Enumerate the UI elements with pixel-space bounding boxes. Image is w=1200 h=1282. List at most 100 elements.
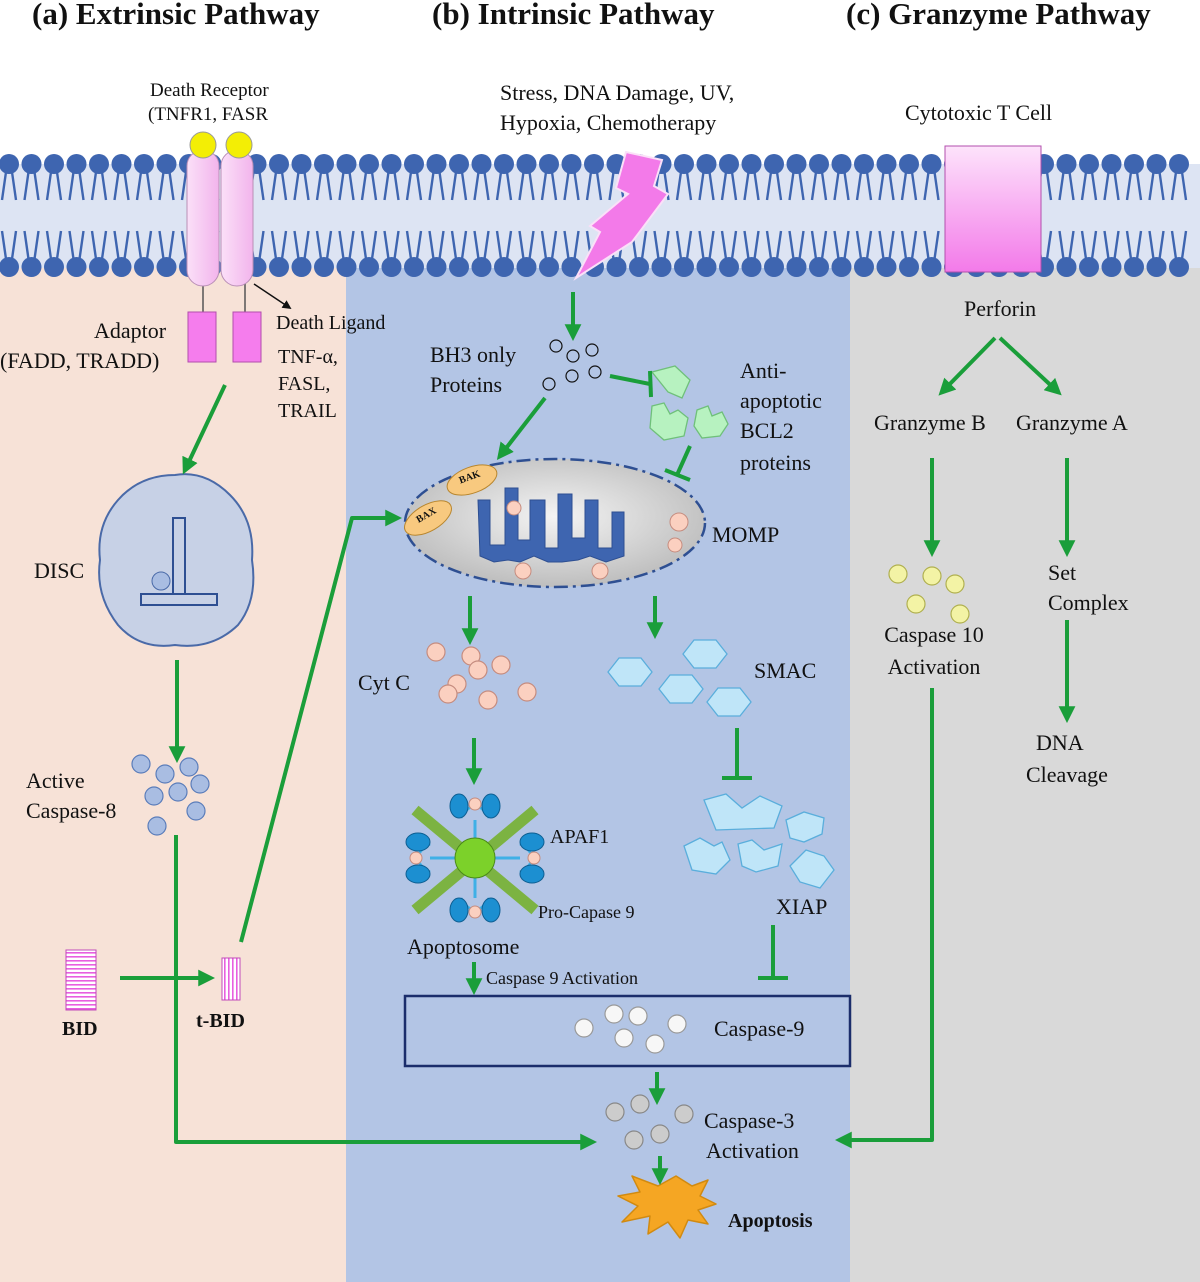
lipid-head bbox=[494, 154, 514, 174]
lipid-head bbox=[696, 257, 717, 277]
cytochrome-c-dot bbox=[426, 642, 446, 662]
smac-hexagon bbox=[607, 657, 653, 687]
extrinsic-title: (a) Extrinsic Pathway bbox=[32, 0, 320, 31]
lipid-head bbox=[1124, 154, 1144, 174]
lipid-tail bbox=[450, 171, 468, 201]
dna-cleavage-label: Cleavage bbox=[1026, 762, 1108, 787]
lipid-head bbox=[336, 257, 357, 277]
lipid-head bbox=[854, 154, 874, 174]
caspase-9-label: Caspase-9 bbox=[714, 1016, 805, 1041]
smac-hexagon bbox=[658, 674, 704, 704]
caspase-9-dot bbox=[645, 1034, 665, 1054]
lipid-tail bbox=[45, 171, 63, 201]
lipid-head bbox=[539, 154, 559, 174]
adaptor-types: (FADD, TRADD) bbox=[0, 348, 160, 373]
intrinsic-title: (b) Intrinsic Pathway bbox=[432, 0, 715, 31]
lipid-head bbox=[269, 154, 289, 174]
anti-apoptotic-bcl2-proteins bbox=[649, 365, 729, 441]
lipid-tail bbox=[135, 171, 153, 201]
caspase-9-dot bbox=[628, 1006, 648, 1026]
lipid-head bbox=[921, 154, 942, 174]
lipid-head bbox=[66, 257, 87, 277]
caspase-9-dot bbox=[604, 1004, 624, 1024]
lipid-head bbox=[0, 257, 19, 277]
lipid-head bbox=[336, 154, 357, 174]
lipid-head bbox=[809, 154, 829, 174]
lipid-tail bbox=[23, 171, 40, 201]
granzyme-title: (c) Granzyme Pathway bbox=[846, 0, 1151, 31]
caspase-3-activation-label: Activation bbox=[706, 1138, 799, 1163]
pathway-arrows bbox=[120, 292, 1076, 1186]
lipid-head bbox=[741, 154, 762, 174]
death-receptor bbox=[186, 131, 292, 312]
lipid-tail bbox=[293, 171, 310, 201]
lipid-tail bbox=[833, 171, 850, 201]
lipid-head bbox=[1146, 154, 1167, 174]
lipid-head bbox=[741, 257, 762, 277]
procaspase-9-lobe bbox=[405, 832, 431, 852]
caspase-9-dot bbox=[574, 1018, 594, 1038]
dna-label: DNA bbox=[1036, 730, 1084, 755]
lipid-head bbox=[1169, 257, 1189, 277]
caspase-8-dot bbox=[179, 757, 199, 777]
procaspase-9-lobe bbox=[519, 864, 545, 884]
lipid-tail bbox=[270, 230, 288, 260]
bid-protein bbox=[65, 949, 97, 1011]
perforin-channel bbox=[944, 145, 1042, 273]
lipid-head bbox=[44, 257, 64, 277]
mitochondrion bbox=[403, 457, 707, 589]
lipid-tail bbox=[698, 230, 715, 260]
lipid-head bbox=[831, 154, 852, 174]
lipid-tail bbox=[495, 230, 513, 260]
lipid-head bbox=[44, 154, 64, 174]
lipid-tail bbox=[1170, 230, 1188, 260]
lipid-head bbox=[899, 154, 919, 174]
lipid-tail bbox=[1103, 230, 1120, 260]
lipid-tail bbox=[1080, 230, 1098, 260]
perforin-label: Perforin bbox=[964, 296, 1037, 321]
granzyme-b-label: Granzyme B bbox=[874, 410, 986, 435]
caspase-8-dot bbox=[168, 782, 188, 802]
lipid-head bbox=[381, 257, 402, 277]
ligand-fasl: FASL, bbox=[278, 373, 331, 395]
lipid-head bbox=[291, 257, 312, 277]
procaspase-label: Pro-Capase 9 bbox=[538, 902, 635, 922]
caspase-10-dot bbox=[906, 594, 926, 614]
apoptosome-complex bbox=[411, 805, 539, 915]
smac-hexagon bbox=[682, 639, 728, 669]
lipid-tail bbox=[113, 171, 130, 201]
caspase-8-dot bbox=[131, 754, 151, 774]
lipid-tail bbox=[23, 230, 40, 260]
lipid-tail bbox=[900, 171, 918, 201]
lipid-tail bbox=[878, 230, 895, 260]
caspase-3-dot bbox=[650, 1124, 670, 1144]
lipid-head bbox=[1146, 257, 1167, 277]
cytc-label: Cyt C bbox=[358, 670, 410, 695]
lipid-head bbox=[696, 154, 717, 174]
lipid-tail bbox=[1148, 171, 1165, 201]
lipid-tail bbox=[900, 230, 918, 260]
lipid-tail bbox=[810, 171, 828, 201]
procaspase-9-lobe bbox=[449, 793, 469, 819]
procaspase-9-lobe bbox=[481, 793, 501, 819]
lipid-head bbox=[899, 257, 919, 277]
caspase-10-dot bbox=[950, 604, 970, 624]
caspase-9-activation-label: Caspase 9 Activation bbox=[486, 968, 638, 988]
lipid-head bbox=[404, 154, 424, 174]
lipid-head bbox=[269, 257, 289, 277]
lipid-head bbox=[359, 154, 379, 174]
lipid-tail bbox=[653, 230, 670, 260]
active-label: Active bbox=[26, 768, 85, 793]
lipid-tail bbox=[855, 171, 873, 201]
lipid-tail bbox=[1125, 171, 1143, 201]
apaf1-unit bbox=[449, 897, 501, 923]
lipid-tail bbox=[675, 230, 693, 260]
lipid-head bbox=[314, 257, 334, 277]
lipid-head bbox=[471, 257, 492, 277]
caspase-3-label: Caspase-3 bbox=[704, 1108, 795, 1133]
lipid-tail bbox=[428, 230, 445, 260]
caspase-3-dot bbox=[630, 1094, 650, 1114]
lipid-tail bbox=[0, 171, 18, 201]
lipid-tail bbox=[113, 230, 130, 260]
